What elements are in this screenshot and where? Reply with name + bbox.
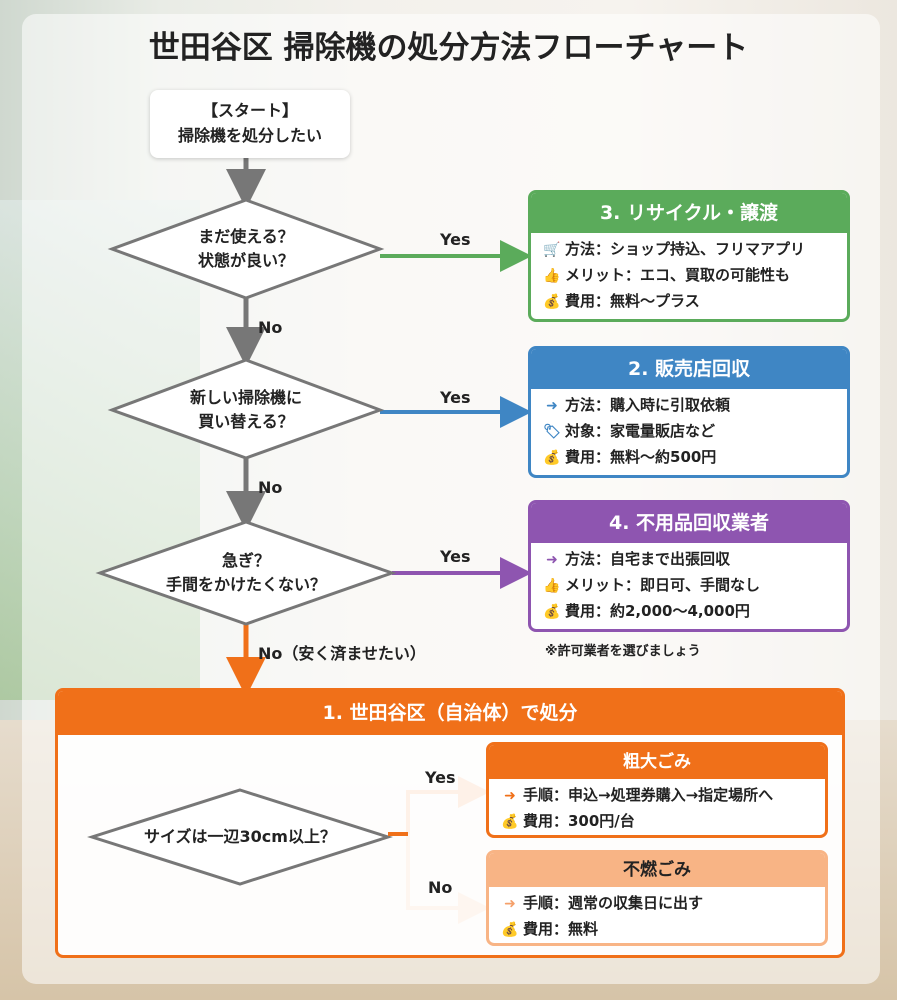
nonburnable-title: 不燃ごみ: [489, 853, 825, 887]
arrow-icon: ➜: [546, 552, 558, 568]
nonburnable-steps: 手順：週常の収集日に出す: [523, 894, 704, 912]
q3-line2: 手間をかけたくない？: [165, 575, 326, 594]
store-title: 2. 販売店回収: [531, 349, 847, 389]
collector-cost: 費用：約2,000～4,000円: [565, 602, 750, 620]
q2-yes-label: Yes: [440, 388, 471, 407]
money-bag-icon: 💰: [543, 294, 561, 310]
start-node: 【スタート】 掃除機を処分したい: [150, 90, 350, 158]
collector-note: ※許可業者を選びましょう: [545, 644, 701, 659]
size-question: サイズは一辺30cm以上？: [144, 827, 336, 846]
decision-diamond-q3: [95, 520, 397, 626]
q1-line2: 状態が良い？: [197, 251, 294, 270]
nonburnable-cost: 費用：無料: [523, 920, 599, 938]
page-title: 世田谷区 掃除機の処分方法フローチャート: [148, 30, 749, 66]
q1-yes-label: Yes: [440, 230, 471, 249]
recycle-method: 方法：ショップ持込、フリマアプリ: [565, 240, 806, 258]
size-yes-label: Yes: [425, 768, 456, 787]
q3-no-label: No（安く済ませたい）: [258, 644, 426, 663]
arrow-icon: ➜: [504, 788, 516, 804]
arrow-icon: ➜: [546, 398, 558, 414]
recycle-card: 3. リサイクル・譲渡 🛒方法：ショップ持込、フリマアプリ 👍メリット：エコ、買…: [528, 190, 850, 322]
q1-no-label: No: [258, 318, 283, 337]
arrow-icon: ➜: [504, 896, 516, 912]
recycle-cost: 費用：無料～プラス: [565, 292, 700, 310]
q2-line1: 新しい掃除機に: [189, 388, 302, 407]
store-method: 方法：購入時に引取依頼: [565, 396, 731, 414]
start-text: 掃除機を処分したい: [177, 126, 322, 145]
collector-title: 4. 不用品回収業者: [531, 503, 847, 543]
q1-text: まだ使える？ 状態が良い？: [146, 225, 346, 273]
store-target: 対象：家電量販店など: [565, 422, 716, 440]
collector-card: 4. 不用品回収業者 ➜ 方法：自宅まで出張回収 👍メリット：即日可、手間なし 💰…: [528, 500, 850, 632]
q1-line1: まだ使える？: [198, 227, 294, 246]
city-title: 1. 世田谷区（自治体）で処分: [58, 691, 842, 735]
recycle-title: 3. リサイクル・譲渡: [531, 193, 847, 233]
large-waste-cost: 費用：300円/台: [523, 812, 635, 830]
large-waste-title: 粗大ごみ: [489, 745, 825, 779]
thumbs-up-icon: 👍: [543, 268, 561, 284]
large-waste-card: 粗大ごみ ➜ 手順：申込→処理券購入→指定場所へ 💰費用：300円/台: [486, 742, 828, 838]
q2-line2: 買い替える？: [198, 412, 294, 431]
recycle-merit: メリット：エコ、買取の可能性も: [565, 266, 791, 284]
thumbs-up-icon: 👍: [543, 578, 561, 594]
q3-line1: 急ぎ？: [221, 551, 270, 570]
tag-icon: 🏷: [543, 424, 561, 440]
decision-diamond-q2: [107, 358, 385, 460]
large-waste-steps: 手順：申込→処理券購入→指定場所へ: [523, 786, 774, 804]
money-bag-icon: 💰: [501, 814, 519, 830]
q3-yes-label: Yes: [440, 547, 471, 566]
nonburnable-card: 不燃ごみ ➜ 手順：週常の収集日に出す 💰費用：無料: [486, 850, 828, 946]
q3-text: 急ぎ？ 手間をかけたくない？: [126, 549, 366, 597]
money-bag-icon: 💰: [501, 922, 519, 938]
store-card: 2. 販売店回収 ➜ 方法：購入時に引取依頼 🏷対象：家電量販店など 💰費用：無料…: [528, 346, 850, 478]
store-cost: 費用：無料～約500円: [565, 448, 717, 466]
collector-merit: メリット：即日可、手間なし: [565, 576, 761, 594]
collector-method: 方法：自宅まで出張回収: [565, 550, 731, 568]
start-label: 【スタート】: [201, 101, 298, 120]
money-bag-icon: 💰: [543, 450, 561, 466]
size-no-label: No: [428, 878, 453, 897]
cart-icon: 🛒: [543, 242, 561, 258]
q2-no-label: No: [258, 478, 283, 497]
q2-text: 新しい掃除機に買い替える？: [146, 386, 346, 434]
money-bag-icon: 💰: [543, 604, 561, 620]
decision-diamond-q1: [107, 198, 385, 300]
